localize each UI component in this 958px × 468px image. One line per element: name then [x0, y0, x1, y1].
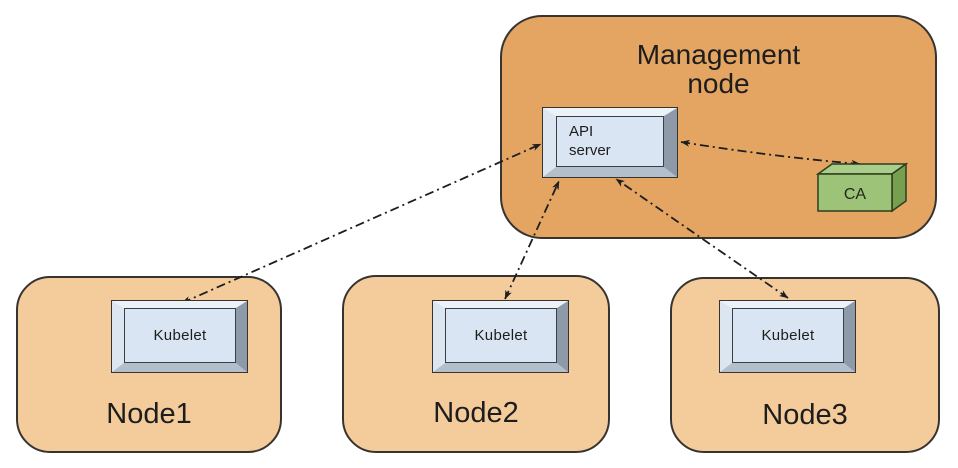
kubelet3-face: Kubelet [732, 308, 844, 363]
kubelet-box-node3: Kubelet [719, 300, 856, 373]
kubelet1-face: Kubelet [124, 308, 236, 363]
kubelet3-label: Kubelet [761, 327, 815, 344]
node2-label: Node2 [433, 397, 519, 429]
api-server-label: API server [569, 122, 611, 159]
kubelet-box-node2: Kubelet [432, 300, 569, 373]
api-server-box: API server [542, 107, 678, 178]
node3-label: Node3 [762, 399, 848, 431]
node1-label: Node1 [106, 398, 192, 430]
api-server-face: API server [556, 116, 664, 167]
management-node-label: Management node [636, 39, 801, 100]
kubelet1-label: Kubelet [153, 327, 207, 344]
kubelet2-face: Kubelet [445, 308, 557, 363]
kubelet-box-node1: Kubelet [111, 300, 248, 373]
kubelet2-label: Kubelet [474, 327, 528, 344]
